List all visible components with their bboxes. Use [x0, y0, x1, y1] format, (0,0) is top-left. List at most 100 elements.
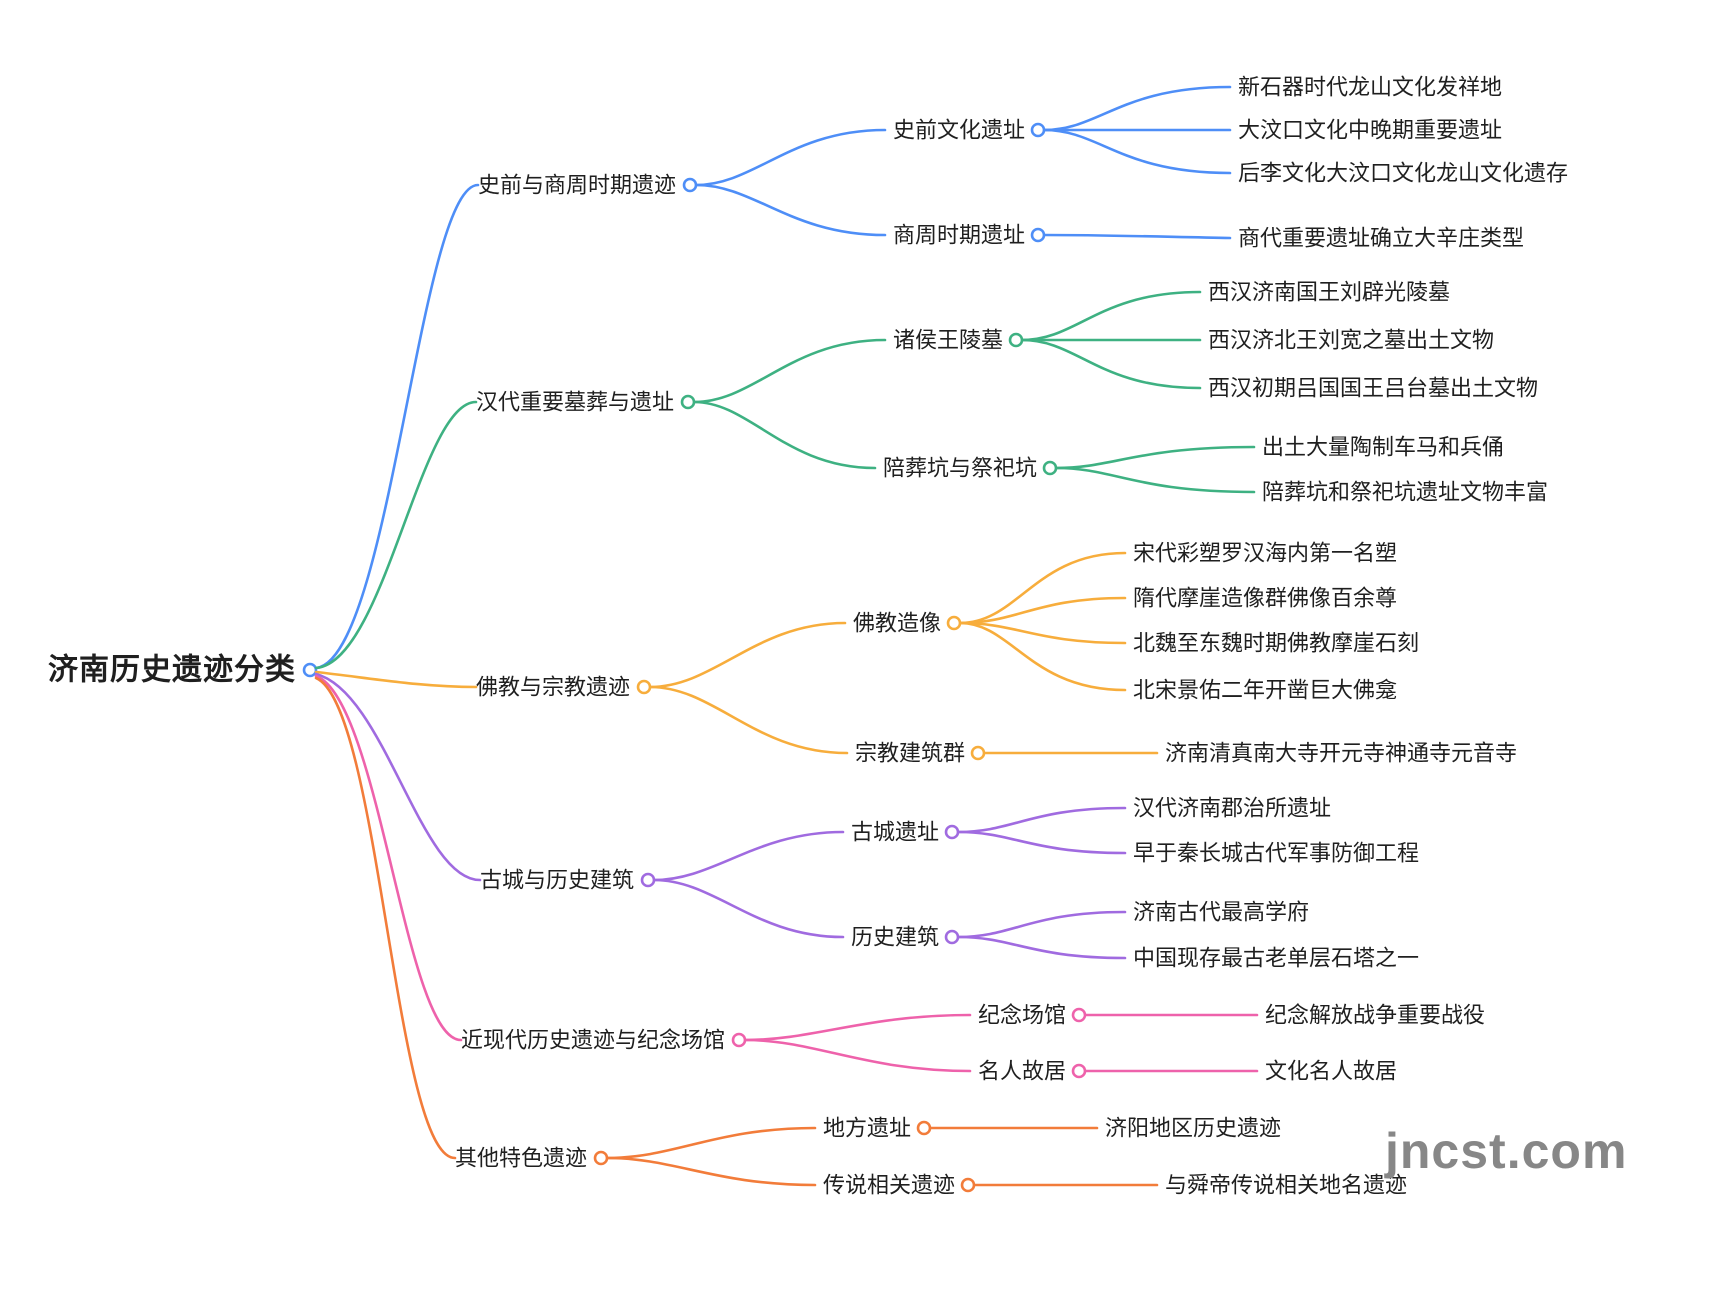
sub-node-local-sites[interactable]: 地方遗址 [823, 1115, 912, 1141]
connector [692, 400, 877, 470]
sub-node-memorial-halls[interactable]: 纪念场馆 [978, 1002, 1067, 1028]
connector [314, 672, 482, 882]
connector [956, 935, 1127, 960]
connector [1042, 128, 1232, 175]
leaf-node[interactable]: 中国现存最古老单层石塔之一 [1133, 945, 1420, 971]
leaf-node[interactable]: 宋代彩塑罗汉海内第一名塑 [1133, 540, 1398, 566]
leaf-node[interactable]: 济阳地区历史遗迹 [1105, 1115, 1282, 1141]
leaf-node[interactable]: 北宋景佑二年开凿巨大佛龛 [1133, 677, 1398, 703]
connector [314, 674, 463, 1042]
connector [1042, 233, 1232, 240]
node-marker[interactable] [944, 824, 960, 840]
connector [314, 670, 478, 689]
leaf-node[interactable]: 北魏至东魏时期佛教摩崖石刻 [1133, 630, 1420, 656]
leaf-node[interactable]: 大汶口文化中晚期重要遗址 [1238, 117, 1503, 143]
node-marker[interactable] [682, 177, 698, 193]
branch-prehistoric-node[interactable]: 史前与商周时期遗迹 [478, 172, 677, 198]
sub-node-celebrity-homes[interactable]: 名人故居 [978, 1058, 1067, 1084]
branch-han-links [314, 290, 1256, 670]
connector [958, 621, 1127, 645]
connector [958, 621, 1127, 692]
connector [605, 1156, 817, 1187]
leaf-node[interactable]: 济南清真南大寺开元寺神通寺元音寺 [1165, 740, 1518, 766]
leaf-node[interactable]: 后李文化大汶口文化龙山文化遗存 [1238, 160, 1569, 186]
connector [694, 128, 887, 187]
sub-node-religious-buildings[interactable]: 宗教建筑群 [855, 740, 966, 766]
sub-node-prehistoric-culture[interactable]: 史前文化遗址 [893, 117, 1026, 143]
branch-ancient-city-links [314, 672, 1127, 960]
node-marker[interactable] [960, 1177, 976, 1193]
node-marker[interactable] [970, 745, 986, 761]
branch-buddhist-node[interactable]: 佛教与宗教遗迹 [476, 674, 631, 700]
connector [648, 621, 847, 689]
leaf-node[interactable]: 新石器时代龙山文化发祥地 [1238, 74, 1503, 100]
connector [648, 685, 849, 755]
sub-node-city-ruins[interactable]: 古城遗址 [851, 819, 940, 845]
connector [692, 338, 887, 404]
leaf-node[interactable]: 汉代济南郡治所遗址 [1133, 795, 1332, 821]
leaf-node[interactable]: 西汉初期吕国国王吕台墓出土文物 [1208, 375, 1539, 401]
node-marker[interactable] [1042, 460, 1058, 476]
sub-node-burial-pits[interactable]: 陪葬坑与祭祀坑 [883, 455, 1038, 481]
connector [1042, 85, 1232, 132]
leaf-node[interactable]: 西汉济南国王刘辟光陵墓 [1208, 279, 1451, 305]
sub-node-buddhist-statues[interactable]: 佛教造像 [853, 610, 942, 636]
connector [956, 806, 1127, 834]
node-marker[interactable] [593, 1150, 609, 1166]
connector [1054, 445, 1256, 470]
node-marker[interactable] [1071, 1007, 1087, 1023]
sub-node-shang-zhou[interactable]: 商周时期遗址 [893, 222, 1026, 248]
connector [1054, 466, 1256, 494]
branch-ancient-city-node[interactable]: 古城与历史建筑 [480, 867, 635, 893]
branch-prehistoric-links [302, 85, 1232, 678]
node-marker[interactable] [1030, 227, 1046, 243]
branch-modern-links [314, 674, 1259, 1079]
leaf-node[interactable]: 纪念解放战争重要战役 [1265, 1002, 1486, 1028]
connector [956, 910, 1127, 939]
node-marker[interactable] [636, 679, 652, 695]
leaf-node[interactable]: 商代重要遗址确立大辛庄类型 [1238, 225, 1525, 251]
node-marker[interactable] [946, 615, 962, 631]
node-marker[interactable] [302, 662, 318, 678]
node-marker[interactable] [1030, 122, 1046, 138]
connector [314, 400, 478, 670]
leaf-node[interactable]: 早于秦长城古代军事防御工程 [1133, 840, 1420, 866]
branch-other-node[interactable]: 其他特色遗迹 [455, 1145, 588, 1171]
leaf-node[interactable]: 出土大量陶制车马和兵俑 [1262, 434, 1505, 460]
branch-han-node[interactable]: 汉代重要墓葬与遗址 [476, 389, 675, 415]
connector [743, 1038, 972, 1073]
sub-node-historic-buildings[interactable]: 历史建筑 [851, 924, 940, 950]
node-marker[interactable] [640, 872, 656, 888]
connector [314, 183, 480, 670]
connector [652, 830, 845, 882]
connector [1020, 338, 1202, 390]
node-marker[interactable] [1008, 332, 1024, 348]
leaf-node[interactable]: 西汉济北王刘宽之墓出土文物 [1208, 327, 1495, 353]
leaf-node[interactable]: 与舜帝传说相关地名遗迹 [1165, 1172, 1408, 1198]
node-marker[interactable] [680, 394, 696, 410]
connector [743, 1013, 972, 1042]
connector [652, 878, 845, 939]
connector [958, 596, 1127, 625]
sub-node-royal-tombs[interactable]: 诸侯王陵墓 [893, 327, 1004, 353]
node-marker[interactable] [731, 1032, 747, 1048]
leaf-node[interactable]: 陪葬坑和祭祀坑遗址文物丰富 [1262, 479, 1549, 505]
node-marker[interactable] [1071, 1063, 1087, 1079]
leaf-node[interactable]: 隋代摩崖造像群佛像百余尊 [1133, 585, 1398, 611]
connector [956, 830, 1127, 855]
branch-modern-node[interactable]: 近现代历史遗迹与纪念场馆 [461, 1027, 726, 1053]
connector [314, 676, 457, 1160]
branch-buddhist-links [314, 551, 1159, 761]
leaf-node[interactable]: 济南古代最高学府 [1133, 899, 1310, 925]
connector [694, 183, 887, 237]
watermark: jncst.com [1385, 1123, 1628, 1179]
connector [1020, 290, 1202, 342]
sub-node-legend-sites[interactable]: 传说相关遗迹 [823, 1172, 956, 1198]
root-node[interactable]: 济南历史遗迹分类 [48, 653, 296, 687]
node-marker[interactable] [944, 929, 960, 945]
leaf-node[interactable]: 文化名人故居 [1265, 1058, 1398, 1084]
connector [958, 551, 1127, 625]
node-marker[interactable] [916, 1120, 932, 1136]
